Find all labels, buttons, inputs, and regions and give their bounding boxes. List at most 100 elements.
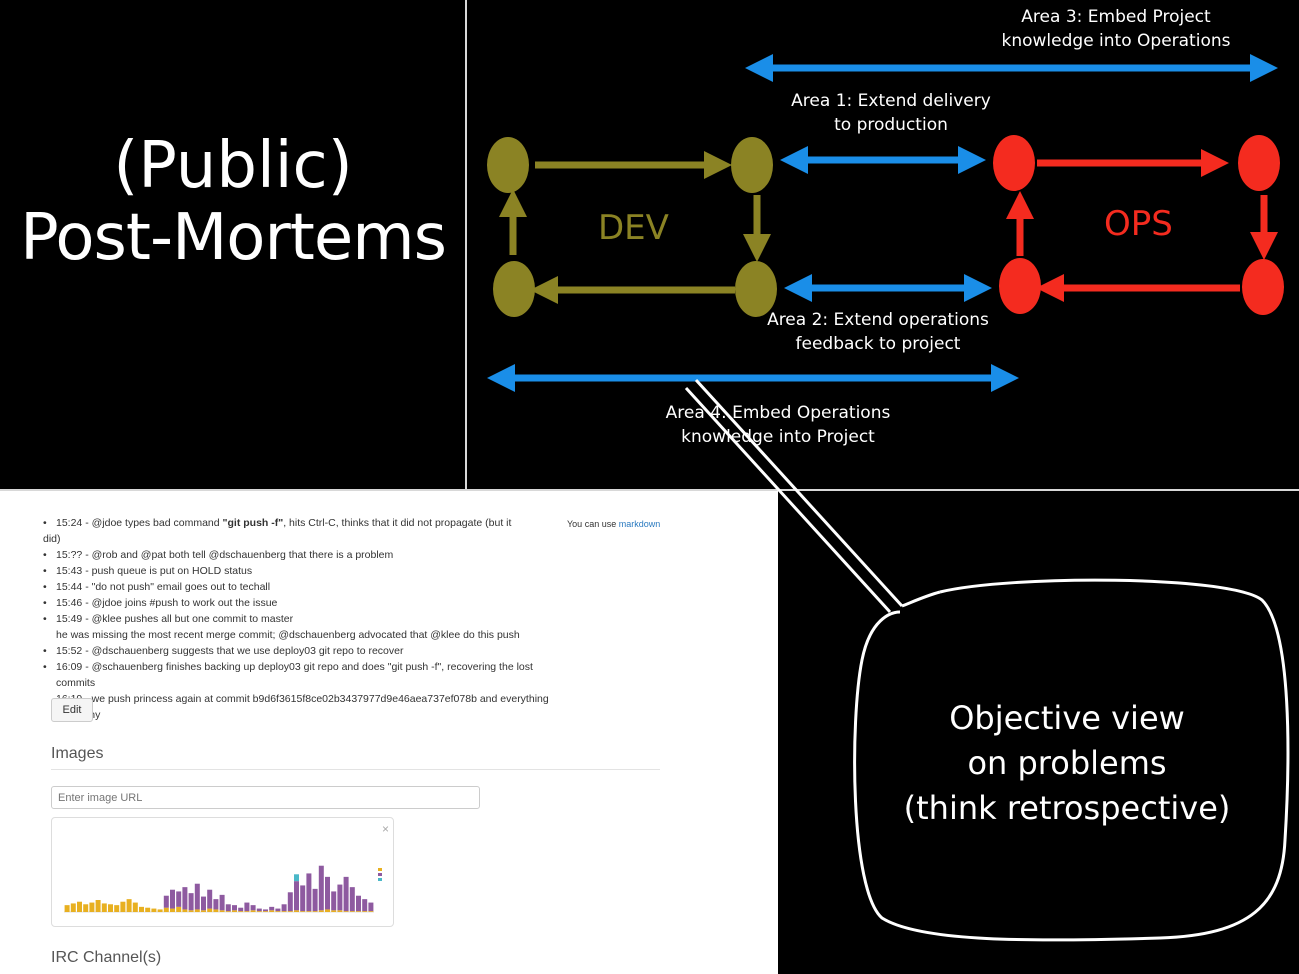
slide-title-line2: Post-Mortems [20,201,447,275]
area4-line2: knowledge into Project [681,427,875,447]
markdown-link[interactable]: markdown [618,519,661,529]
chart-bar [263,911,268,912]
timeline-text: did) [43,533,61,545]
timeline-item: 15:44 - "do not push" email goes out to … [43,579,556,595]
ops-node-bottom-right [1242,259,1284,315]
chart-bar [225,904,231,912]
chart-bar [281,904,287,912]
chart-bar [337,884,343,911]
chart-bar [325,909,330,912]
slide-title: (Public) Post-Mortems [0,130,466,274]
edit-button[interactable]: Edit [51,698,93,722]
chart-bar [207,908,213,912]
timeline-list: 15:24 - @jdoe types bad command "git pus… [43,515,556,723]
chart-bar [238,911,244,912]
chart-bar [250,905,256,911]
timeline-text: 16:19 - we push princess again at commit… [56,693,549,721]
chart-bar [89,902,95,912]
chart-bar [269,906,275,911]
chart-bar [176,891,182,907]
chart-bar [331,910,337,912]
chart-bar [300,885,306,912]
timeline-text: 15:43 - push queue is put on HOLD status [56,565,253,577]
chart-bar [349,911,355,912]
chart-bar [287,911,293,912]
response-chart [64,865,382,913]
chart-bar [163,895,169,908]
chart-bar [337,910,343,912]
chart-bar [312,911,318,912]
timeline-text-cont: , hits Ctrl-C, thinks that it did not pr… [283,517,512,529]
chart-bar [287,892,293,912]
area1-line1: Area 1: Extend delivery [791,91,991,111]
chart-bar [294,910,299,912]
chart-bar [108,904,113,912]
close-icon[interactable]: × [381,822,389,836]
chart-bar [120,901,126,912]
chart-bar [182,887,188,910]
chart-legend-swatch [378,868,382,871]
timeline-item: 15:43 - push queue is put on HOLD status [43,563,556,579]
bubble-text: Objective view on problems (think retros… [872,696,1262,831]
chart-bar [219,894,225,911]
dev-label: DEV [598,208,669,248]
dev-node-top-left [487,137,529,193]
area3-line1: Area 3: Embed Project [1021,7,1211,27]
chart-bar [318,910,324,912]
chart-bar [269,910,275,912]
images-heading: Images [51,745,104,762]
timeline-command: "git push -f" [222,517,284,529]
ops-node-top-right [1238,135,1280,191]
chart-bar [114,905,120,912]
chart-bar [101,903,107,912]
chart-bar [349,887,355,912]
chart-bar [188,910,194,912]
chart-bar [232,905,237,911]
chart-bar [343,911,349,912]
chart-legend-swatch [378,878,382,881]
chart-bar [356,911,361,912]
chart-bar [151,908,157,912]
chart-bar [281,911,287,912]
area4-label: Area 4: Embed Operations knowledge into … [660,401,896,449]
chart-bar [275,911,281,912]
markdown-hint: You can use markdown [567,519,660,529]
chart-bar [170,889,175,909]
chart-bar [300,911,306,912]
chart-bar [312,888,318,912]
chart-bar [263,909,268,912]
ops-node-bottom-left [999,258,1041,314]
chart-bar [362,899,368,912]
chart-bar [182,909,188,912]
chart-bar [244,911,250,912]
horizontal-divider [0,489,1299,491]
area3-line2: knowledge into Operations [1001,31,1231,51]
chart-bar [225,911,231,912]
images-divider [51,769,660,770]
area2-line1: Area 2: Extend operations [767,310,989,330]
chart-bar [294,881,299,911]
timeline-text: 15:46 - @jdoe joins #push to work out th… [56,597,278,609]
image-url-input[interactable] [51,786,480,809]
chart-bar [306,873,312,912]
chart-bar [343,876,349,912]
chart-bar [176,906,182,912]
chart-bar [126,899,132,912]
dev-node-top-right [731,137,773,193]
chart-bar [213,909,219,912]
chart-bar [213,899,219,910]
timeline-text: 15:?? - @rob and @pat both tell @dschaue… [56,549,394,561]
chart-bar [238,907,244,912]
timeline-item: 16:19 - we push princess again at commit… [56,691,556,723]
timeline-item: 15:49 - @klee pushes all but one commit … [43,611,556,627]
chart-bar [201,896,206,911]
slide-title-line1: (Public) [113,129,353,203]
image-thumbnail[interactable]: × [51,817,394,927]
chart-bar [194,909,200,912]
chart-bar [170,908,175,912]
dev-loop [487,137,777,317]
chart-bar [132,902,138,912]
area1-line2: to production [834,115,948,135]
area1-label: Area 1: Extend delivery to production [776,89,1006,137]
chart-bar [356,895,361,912]
